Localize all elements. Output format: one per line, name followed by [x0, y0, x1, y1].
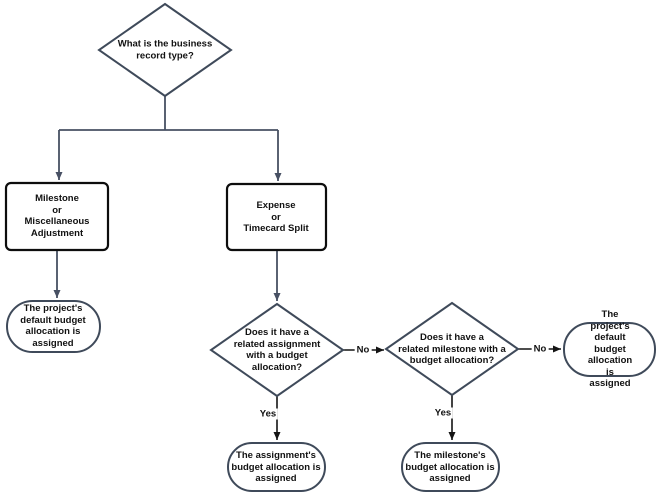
terminal-assignment-budget	[227, 442, 326, 492]
node-milestone-or-misc-adjustment	[4, 181, 110, 252]
decision-business-record-type	[97, 2, 233, 98]
terminal-milestone-budget	[401, 442, 500, 492]
decision-related-milestone	[384, 301, 520, 397]
terminal-project-default-right	[563, 322, 656, 377]
decision-related-assignment	[209, 302, 345, 398]
edge-root-split	[59, 96, 278, 131]
terminal-project-default-left	[6, 300, 101, 353]
node-expense-or-timecard-split	[225, 182, 328, 252]
